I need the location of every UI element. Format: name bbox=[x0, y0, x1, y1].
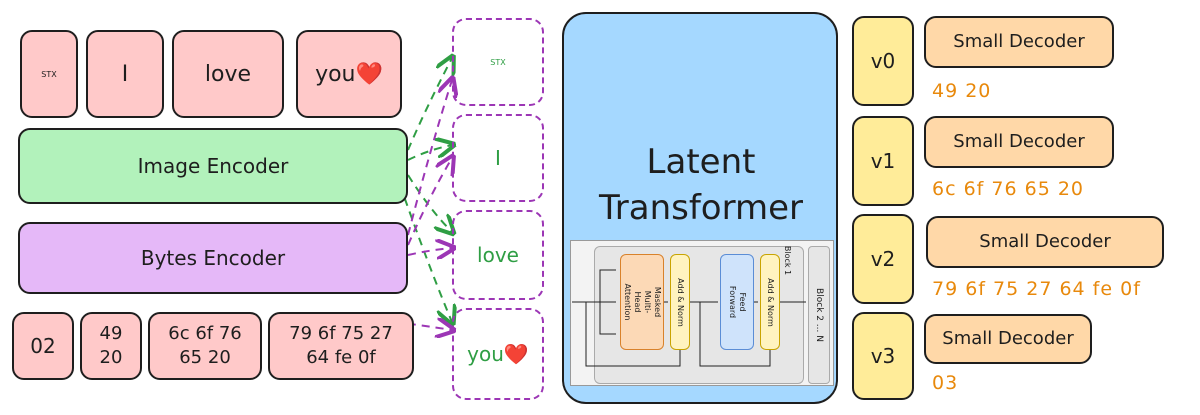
output-v3-var: v3 bbox=[852, 312, 914, 400]
patch-stx-label: STX bbox=[490, 57, 506, 67]
token-you: you❤️ bbox=[296, 30, 402, 118]
arrow-image-to-love bbox=[407, 174, 452, 232]
output-v2-var-label: v2 bbox=[870, 247, 896, 271]
token-stx-label: STX bbox=[41, 69, 57, 79]
arrow-image-to-you bbox=[399, 184, 452, 322]
patch-you-label: you bbox=[467, 342, 504, 366]
bytes-group-3-line1: 79 6f 75 27 bbox=[289, 323, 393, 344]
bytes-group-0-text: 02 bbox=[30, 334, 56, 358]
image-encoder-label: Image Encoder bbox=[137, 154, 289, 178]
output-v0-var: v0 bbox=[852, 16, 914, 106]
token-stx: STX bbox=[20, 30, 78, 118]
token-love: love bbox=[172, 30, 284, 118]
patch-i: I bbox=[452, 114, 544, 202]
output-v3-var-label: v3 bbox=[870, 344, 896, 368]
arrow-bytes-to-i bbox=[407, 158, 452, 246]
output-v0-var-label: v0 bbox=[870, 49, 896, 73]
patch-stx: STX bbox=[452, 18, 544, 106]
bytes-encoder: Bytes Encoder bbox=[18, 222, 408, 294]
arrow-image-to-i bbox=[407, 145, 452, 161]
bytes-group-1-line2: 20 bbox=[99, 347, 123, 368]
bytes-group-1: 49 20 bbox=[80, 312, 142, 380]
output-v3-decoder-label: Small Decoder bbox=[942, 328, 1074, 349]
arrow-bytes-to-stx bbox=[407, 80, 452, 236]
arrow-image-to-stx bbox=[407, 58, 452, 151]
addnorm-box-1: Add & Norm bbox=[670, 254, 690, 350]
latent-title-line2: Transformer bbox=[598, 188, 804, 228]
heart-icon: ❤️ bbox=[355, 61, 383, 87]
block-rest-panel: Block 2 ... N bbox=[808, 246, 830, 384]
output-v3-hex: 03 bbox=[932, 372, 959, 394]
output-v1-var-label: v1 bbox=[870, 149, 896, 173]
output-v1-decoder: Small Decoder bbox=[924, 116, 1114, 168]
token-i-label: I bbox=[121, 61, 129, 87]
bytes-group-2-line2: 65 20 bbox=[179, 347, 231, 368]
output-v1-var: v1 bbox=[852, 116, 914, 206]
bytes-group-2-line1: 6c 6f 76 bbox=[168, 323, 242, 344]
patch-love-label: love bbox=[477, 243, 519, 267]
bytes-group-1-line1: 49 bbox=[99, 323, 123, 344]
output-v3-decoder: Small Decoder bbox=[924, 314, 1092, 364]
bytes-group-2: 6c 6f 76 65 20 bbox=[148, 312, 262, 380]
feed-forward-box: Feed Forward bbox=[720, 254, 754, 350]
patch-you: you❤️ bbox=[452, 308, 544, 400]
token-you-label: you bbox=[315, 61, 356, 87]
latent-title-line1: Latent bbox=[646, 142, 756, 182]
addnorm-box-2: Add & Norm bbox=[760, 254, 780, 350]
output-v1-hex: 6c 6f 76 65 20 bbox=[932, 178, 1085, 200]
bytes-encoder-label: Bytes Encoder bbox=[140, 246, 286, 270]
patch-i-label: I bbox=[495, 146, 501, 170]
output-v2-hex: 79 6f 75 27 64 fe 0f bbox=[932, 278, 1141, 300]
output-v2-decoder: Small Decoder bbox=[926, 216, 1164, 268]
token-love-label: love bbox=[204, 61, 252, 87]
heart-icon: ❤️ bbox=[503, 342, 529, 366]
arrow-bytes-to-love bbox=[407, 248, 452, 255]
output-v1-decoder-label: Small Decoder bbox=[953, 131, 1085, 152]
token-i: I bbox=[86, 30, 164, 118]
output-v0-decoder-label: Small Decoder bbox=[953, 31, 1085, 52]
patch-love: love bbox=[452, 210, 544, 300]
output-v2-var: v2 bbox=[852, 214, 914, 304]
bytes-group-3-line2: 64 fe 0f bbox=[306, 347, 376, 368]
image-encoder: Image Encoder bbox=[18, 128, 408, 204]
output-v0-decoder: Small Decoder bbox=[924, 16, 1114, 68]
output-v2-decoder-label: Small Decoder bbox=[979, 231, 1111, 252]
bytes-group-0: 02 bbox=[12, 312, 74, 380]
output-v0-hex: 49 20 bbox=[932, 80, 992, 102]
bytes-group-3: 79 6f 75 27 64 fe 0f bbox=[268, 312, 414, 380]
attention-box: Masked Multi-Head Attention bbox=[620, 254, 664, 350]
